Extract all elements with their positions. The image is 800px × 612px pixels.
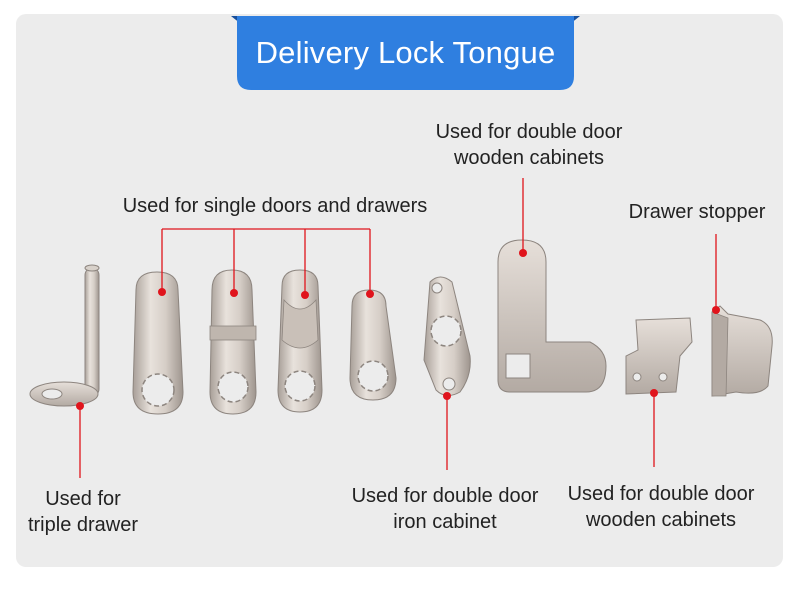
drawer-stopper-part (711, 305, 773, 397)
label-drawer-stopper: Drawer stopper (628, 201, 766, 223)
label-iron-cabinet-line1: Used for double door (351, 485, 539, 507)
pointer-lines (79, 178, 717, 478)
label-wooden-cabinets-bottom: Used for double door wooden cabinets (556, 481, 766, 533)
label-wooden-top-line2: wooden cabinets (453, 147, 605, 169)
label-wooden-bottom-line1: Used for double door (567, 483, 755, 505)
wooden-cabinet-l-tongue (497, 239, 607, 393)
label-triple-drawer-line1: Used for (45, 488, 121, 510)
title-banner-shape (231, 16, 580, 90)
pointer-dot-single-2 (230, 289, 238, 297)
label-iron-cabinet: Used for double door iron cabinet (340, 483, 550, 535)
label-wooden-top-line1: Used for double door (435, 121, 623, 143)
label-wooden-bottom-line2: wooden cabinets (585, 509, 737, 531)
title-banner: Delivery Lock Tongue (231, 16, 580, 90)
triple-drawer-tongue (29, 264, 100, 407)
pointer-dots (76, 249, 720, 410)
pointer-dot-stopper (712, 306, 720, 314)
iron-cabinet-tongue (423, 276, 471, 396)
wooden-cabinet-bracket (625, 317, 693, 395)
single-door-tongue-1 (132, 271, 184, 415)
label-triple-drawer: Used for triple drawer (18, 486, 148, 538)
single-door-tongue-3 (277, 269, 323, 413)
label-wooden-cabinets-top: Used for double door wooden cabinets (424, 119, 634, 171)
pointer-dot-single-1 (158, 288, 166, 296)
pointer-dot-wooden-top (519, 249, 527, 257)
label-triple-drawer-line2: triple drawer (27, 514, 139, 536)
pointer-dot-single-4 (366, 290, 374, 298)
label-iron-cabinet-line2: iron cabinet (393, 511, 497, 533)
pointer-dot-triple (76, 402, 84, 410)
single-door-tongue-4 (349, 289, 397, 401)
pointer-dot-single-3 (301, 291, 309, 299)
pointer-dot-wooden-bottom (650, 389, 658, 397)
pointer-dot-iron (443, 392, 451, 400)
single-door-tongue-2 (209, 269, 257, 415)
page-title: Delivery Lock Tongue (255, 35, 556, 70)
label-single-doors: Used for single doors and drawers (122, 195, 428, 217)
